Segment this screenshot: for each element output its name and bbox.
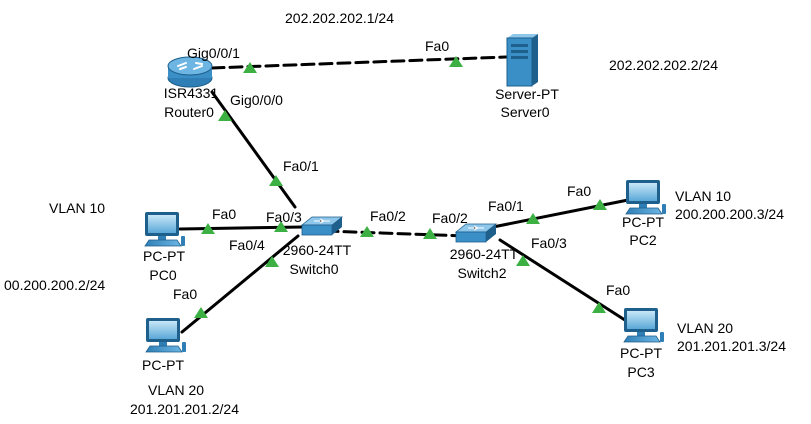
link-switch0-switch2[interactable]	[324, 229, 468, 238]
note-server-net: 202.202.202.2/24	[609, 57, 718, 73]
link-switch2-pc2[interactable]	[486, 198, 630, 230]
status-indicator-icon	[449, 56, 463, 67]
port-label: Fa0/1	[283, 158, 319, 174]
switch0-name-label: Switch0	[289, 261, 338, 277]
switch2-device[interactable]	[454, 223, 498, 243]
pc2-name-label: PC2	[629, 232, 656, 248]
switch2-model-label: 2960-24TT	[450, 246, 519, 262]
pc0-device[interactable]	[144, 211, 186, 247]
status-indicator-icon	[243, 62, 257, 73]
server-model-label: Server-PT	[495, 86, 559, 102]
port-label: Fa0	[567, 183, 591, 199]
notes: 202.202.202.1/24 202.202.202.2/24 VLAN 1…	[4, 10, 786, 417]
port-label: Fa0/3	[266, 209, 302, 225]
status-indicator-icon	[593, 199, 607, 210]
status-indicator-icon	[194, 307, 208, 318]
pc1-device[interactable]	[145, 317, 187, 353]
port-label: Fa0	[425, 38, 449, 54]
port-label: Gig0/0/1	[187, 45, 240, 61]
status-indicator-icon	[592, 302, 606, 313]
port-labels: Gig0/0/1 Fa0 Gig0/0/0 Fa0/1 Fa0 Fa0/3 Fa…	[173, 38, 630, 302]
port-label: Fa0	[173, 286, 197, 302]
link-indicators	[194, 56, 607, 318]
note-pc3-vlan: VLAN 20	[677, 320, 733, 336]
switch2-name-label: Switch2	[457, 265, 506, 281]
port-label: Fa0/4	[229, 237, 265, 253]
note-pc2-ip: 200.200.200.3/24	[675, 206, 784, 222]
pc3-name-label: PC3	[627, 364, 654, 380]
status-indicator-icon	[218, 110, 232, 121]
note-pc2-vlan: VLAN 10	[675, 188, 731, 204]
pc3-model-label: PC-PT	[620, 345, 662, 361]
port-label: Fa0/2	[370, 208, 406, 224]
status-indicator-icon	[526, 213, 540, 224]
status-indicator-icon	[423, 228, 437, 239]
status-indicator-icon	[516, 255, 530, 266]
port-label: Fa0	[212, 206, 236, 222]
router-model-label: ISR4331	[164, 85, 219, 101]
note-pc0-ip: 00.200.200.2/24	[4, 277, 105, 293]
router-device[interactable]	[167, 56, 213, 88]
status-indicator-icon	[265, 256, 279, 267]
switch0-model-label: 2960-24TT	[283, 242, 352, 258]
port-label: Fa0	[606, 282, 630, 298]
port-label: Fa0/2	[432, 210, 468, 226]
port-label: Fa0/1	[488, 198, 524, 214]
router-name-label: Router0	[164, 104, 214, 120]
pc1-model-label: PC-PT	[142, 357, 184, 373]
port-label: Fa0/3	[531, 235, 567, 251]
pc2-model-label: PC-PT	[622, 214, 664, 230]
pc0-name-label: PC0	[149, 267, 176, 283]
link-switch2-pc3[interactable]	[498, 238, 630, 324]
status-indicator-icon	[201, 223, 215, 234]
switch0-device[interactable]	[300, 216, 344, 236]
port-label: Gig0/0/0	[230, 92, 283, 108]
device-labels: ISR4331 Router0 Server-PT Server0 2960-2…	[142, 85, 664, 380]
note-pc1-ip: 201.201.201.2/24	[130, 401, 239, 417]
link-router-switch0[interactable]	[210, 90, 297, 209]
server-device[interactable]	[506, 34, 538, 87]
pc0-model-label: PC-PT	[143, 248, 185, 264]
pc2-device[interactable]	[625, 179, 667, 215]
status-indicator-icon	[274, 221, 288, 232]
note-router-net: 202.202.202.1/24	[285, 10, 394, 26]
status-indicator-icon	[360, 226, 374, 237]
pc3-device[interactable]	[623, 307, 665, 343]
status-indicator-icon	[269, 175, 283, 186]
note-pc1-vlan: VLAN 20	[148, 382, 204, 398]
note-pc3-ip: 201.201.201.3/24	[677, 338, 786, 354]
server-name-label: Server0	[500, 104, 549, 120]
note-pc0-vlan: VLAN 10	[49, 200, 105, 216]
